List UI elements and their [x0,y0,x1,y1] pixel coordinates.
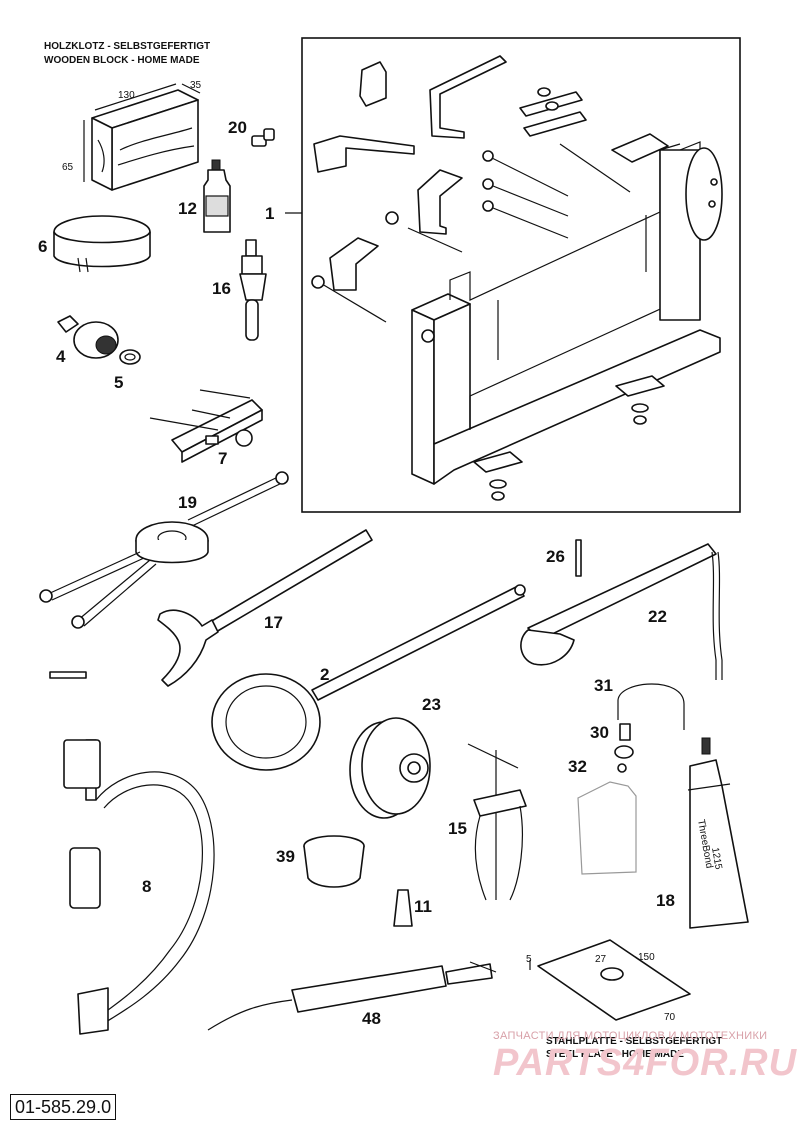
wooden-block [83,83,201,191]
callout-26: 26 [546,547,565,566]
callout-32: 32 [568,757,587,776]
steel-plate [529,939,691,1021]
steel-plate-note-en: STEEL PLATE - HOME MADE [546,1049,684,1060]
callout-48: 48 [362,1009,381,1028]
frame-box-1 [301,37,741,513]
block-length-dim: 130 [118,90,135,101]
clamp-8 [49,671,215,1035]
puller-19 [39,471,289,629]
adapter-4 [57,315,119,359]
callout-12: 12 [178,199,197,218]
callout-22: 22 [648,607,667,626]
plate-width-dim: 70 [664,1012,676,1023]
screw-20 [251,128,275,147]
flywheel-23 [349,717,431,819]
callout-39: 39 [276,847,295,866]
callout-15: 15 [448,819,467,838]
plate-hole-dim: 27 [595,954,607,965]
callout-19: 19 [178,493,197,512]
callout-6: 6 [38,237,47,256]
wooden-block-note-en: WOODEN BLOCK - HOME MADE [44,55,200,66]
callout-31: 31 [594,676,613,695]
watermark-logo: PARTS4FOR.RU [493,1042,798,1084]
pin-26 [575,539,582,577]
hose-31 [617,683,685,730]
ring-6 [53,215,151,273]
bolts [482,87,631,239]
callout-2: 2 [320,665,329,684]
callout-18: 18 [656,891,675,910]
puller-16 [239,239,267,341]
plate-length-dim: 150 [638,952,655,963]
puller-15 [467,743,527,901]
valve-30 [619,723,631,741]
block-height-dim: 65 [62,162,74,173]
callout-11: 11 [414,897,432,916]
callout-8: 8 [142,877,151,896]
sleeve-5 [119,349,141,365]
callout-1: 1 [265,204,274,223]
callout-5: 5 [114,373,123,392]
wooden-block-note-de: HOLZKLOTZ - SELBSTGEFERTIGT [44,41,210,52]
callout-4: 4 [56,347,66,366]
cap-32 [614,745,634,759]
callout-23: 23 [422,695,441,714]
tube-code-label: 1215 [709,847,724,871]
watermark-tagline: ЗАПЧАСТИ ДЛЯ МОТОЦИКЛОВ И МОТОТЕХНИКИ [493,1030,768,1042]
grease-gun-48 [207,961,497,1031]
brackets [311,55,507,323]
callout-16: 16 [212,279,231,298]
callout-7: 7 [218,449,227,468]
engine-stand [411,133,723,501]
callout-20: 20 [228,118,247,137]
plate-thickness-dim: 5 [526,954,532,965]
cup-39 [303,835,365,888]
oil-bottle [577,781,637,875]
bearing-puller-7 [149,389,263,463]
sealant-tube-18 [687,737,749,929]
steel-plate-note-de: STAHLPLATTE - SELBSTGEFERTIGT [546,1036,722,1047]
callout-17: 17 [264,613,283,632]
holder-17 [157,529,373,687]
socket-wrench-2 [211,584,526,771]
callout-30: 30 [590,723,609,742]
bottle-12 [203,159,231,233]
block-width-dim: 35 [190,80,202,91]
tip-11 [393,889,413,927]
chain-wrench-22 [520,543,723,680]
seal-32 [617,763,627,773]
part-number-label: 01-585.29.0 [10,1094,117,1120]
